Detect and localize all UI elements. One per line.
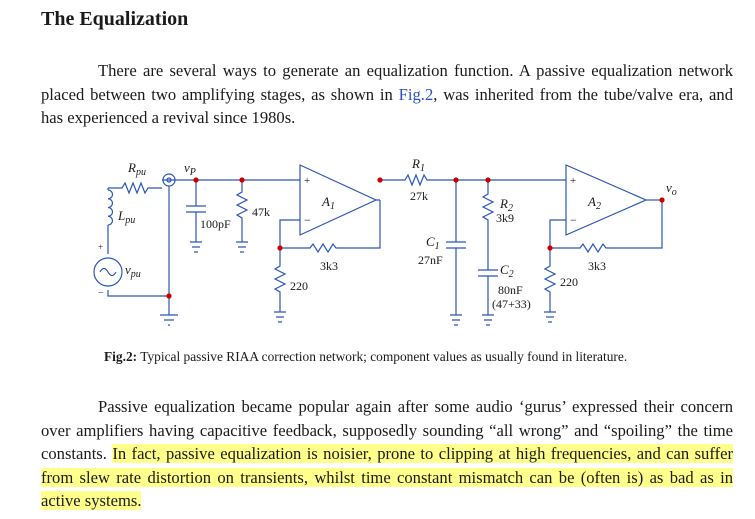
caption-label: Fig.2: bbox=[104, 349, 138, 364]
a2-feedback bbox=[549, 200, 663, 254]
section-title: The Equalization bbox=[41, 8, 189, 30]
sine-icon bbox=[99, 267, 117, 277]
ground-left bbox=[160, 186, 178, 326]
junction-nodes bbox=[166, 177, 665, 299]
c2-label: C2 bbox=[500, 262, 514, 280]
node bbox=[277, 245, 283, 251]
r2-label: R2 bbox=[499, 196, 513, 214]
riaa-circuit-diagram: Rpu vP Lpu + − vpu 100pF 47k + − A1 3k3 … bbox=[93, 156, 677, 326]
opamp-a2 bbox=[565, 164, 648, 236]
r1-value: 27k bbox=[410, 189, 428, 203]
intro-text-1: There are several ways to generate an eq… bbox=[41, 61, 733, 104]
discussion-text: Passive equalization became popular agai… bbox=[41, 397, 733, 463]
a1-label: A1 bbox=[321, 194, 335, 212]
highlighted-text: In fact, passive equalization is noisier… bbox=[41, 444, 733, 510]
c2-value: 80nF bbox=[498, 283, 523, 297]
a2-minus: − bbox=[570, 213, 577, 227]
a1-feedback bbox=[279, 199, 381, 254]
c1-label: C1 bbox=[426, 234, 440, 252]
r2-c2-branch bbox=[478, 180, 498, 326]
r1-label: R1 bbox=[411, 156, 425, 174]
r47k-resistor bbox=[235, 180, 249, 253]
intro-paragraph: There are several ways to generate an eq… bbox=[41, 59, 733, 130]
r1-resistor-wire bbox=[380, 173, 566, 187]
intro-text-2: , was inherited from the tube/valve era,… bbox=[41, 84, 733, 128]
source-minus: − bbox=[98, 288, 104, 299]
lpu-label: Lpu bbox=[117, 208, 135, 226]
node bbox=[377, 177, 383, 183]
r2-value: 3k9 bbox=[496, 211, 514, 225]
vo-label: vo bbox=[666, 180, 677, 198]
c1-capacitor bbox=[446, 180, 466, 326]
caption-text: Typical passive RIAA correction network;… bbox=[137, 349, 628, 364]
rpu-label: Rpu bbox=[127, 160, 146, 178]
vpu-label: vpu bbox=[125, 262, 141, 280]
c100pf-label: 100pF bbox=[200, 217, 231, 231]
figure-caption: Fig.2: Typical passive RIAA correction n… bbox=[104, 349, 744, 365]
source-symbol bbox=[93, 257, 123, 287]
node bbox=[453, 177, 459, 183]
node bbox=[239, 177, 245, 183]
fig2-link[interactable]: Fig.2 bbox=[398, 84, 434, 104]
pickup-inductor bbox=[107, 189, 114, 226]
node bbox=[193, 177, 199, 183]
discussion-paragraph: Passive equalization became popular agai… bbox=[41, 395, 733, 513]
a1-plus: + bbox=[304, 175, 310, 187]
node bbox=[166, 293, 172, 299]
r220b-resistor bbox=[543, 248, 557, 323]
node bbox=[485, 177, 491, 183]
a2-plus: + bbox=[570, 175, 576, 187]
r3k3b-label: 3k3 bbox=[588, 259, 606, 273]
r47k-label: 47k bbox=[252, 205, 270, 219]
vp-label: vP bbox=[184, 160, 196, 178]
source-plus: + bbox=[98, 242, 103, 252]
r220b-label: 220 bbox=[560, 275, 578, 289]
c100pf-capacitor bbox=[186, 180, 206, 253]
c1-value: 27nF bbox=[418, 253, 443, 267]
a1-minus: − bbox=[304, 213, 311, 227]
r3k3a-label: 3k3 bbox=[320, 259, 338, 273]
opamp-a1 bbox=[299, 164, 378, 236]
node bbox=[547, 245, 553, 251]
c2-value-detail: (47+33) bbox=[492, 297, 531, 311]
node bbox=[659, 197, 665, 203]
r220a-label: 220 bbox=[290, 279, 308, 293]
a2-label: A2 bbox=[587, 194, 601, 212]
r220a-resistor bbox=[273, 248, 287, 323]
rpu-resistor bbox=[108, 181, 162, 195]
